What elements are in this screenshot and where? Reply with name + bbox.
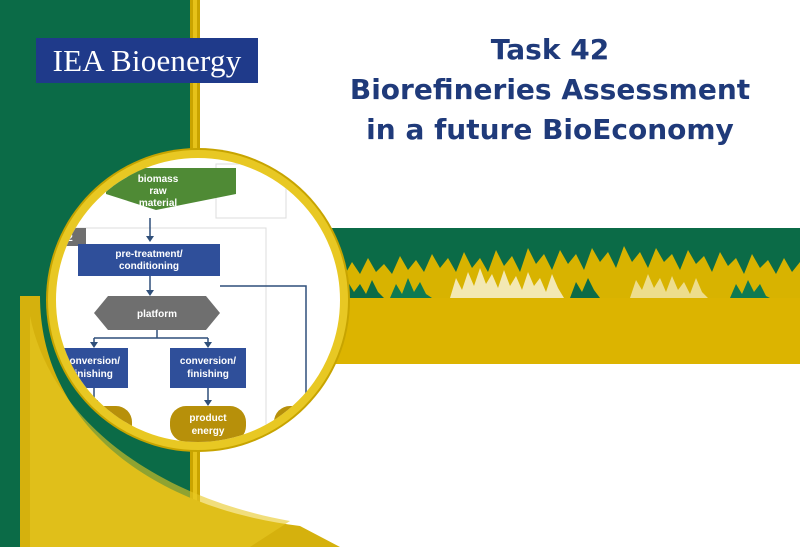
title-line-2: Biorefineries Assessment <box>349 73 751 106</box>
product-right-label: co <box>286 420 298 431</box>
gold-sweep-decoration <box>20 296 340 547</box>
product-mid-label-1: product <box>189 413 227 424</box>
diagram-tag: 2 <box>67 233 73 244</box>
pretreatment-label-1: pre-treatment/ <box>115 249 182 260</box>
diagram-tag-box <box>56 228 86 246</box>
product-right-pill <box>274 406 340 442</box>
slide-title: Task 42 Biorefineries Assessment in a fu… <box>300 30 800 150</box>
product-left-pill <box>64 406 132 442</box>
forest-silhouette-image <box>330 246 800 298</box>
forest-banner-gold <box>330 298 800 364</box>
conversion-mid-label-1: conversion/ <box>180 356 236 367</box>
conversion-left-label-2: finishing <box>71 369 113 380</box>
platform-hexagon <box>94 296 220 330</box>
product-left-label-2: l <box>97 426 100 437</box>
iea-bioenergy-logo: IEA Bioenergy <box>36 38 258 83</box>
platform-label: platform <box>137 309 177 320</box>
title-line-3: in a future BioEconomy <box>366 113 734 146</box>
conversion-left-box <box>56 348 128 388</box>
biomass-raw-material-arrow <box>106 168 236 210</box>
biomass-label-2: raw <box>149 186 166 197</box>
biomass-label-3: material <box>139 198 178 209</box>
product-mid-label-2: energy <box>192 426 225 437</box>
title-line-1: Task 42 <box>490 33 610 66</box>
biomass-label-1: biomass <box>138 174 179 185</box>
logo-text: IEA Bioenergy <box>52 42 242 78</box>
pretreatment-box <box>78 244 220 276</box>
biorefinery-diagram-circle: 2 biomass raw material pre-treatment/ co… <box>48 150 348 450</box>
product-left-label-1: uct <box>91 413 107 424</box>
conversion-left-label-1: conversion/ <box>64 356 120 367</box>
product-mid-pill <box>170 406 246 442</box>
diagram-frame <box>56 227 267 442</box>
conversion-mid-label-2: finishing <box>187 369 229 380</box>
conversion-mid-box <box>170 348 246 388</box>
pretreatment-label-2: conditioning <box>119 261 179 272</box>
biorefinery-flow-diagram: 2 biomass raw material pre-treatment/ co… <box>56 163 340 442</box>
